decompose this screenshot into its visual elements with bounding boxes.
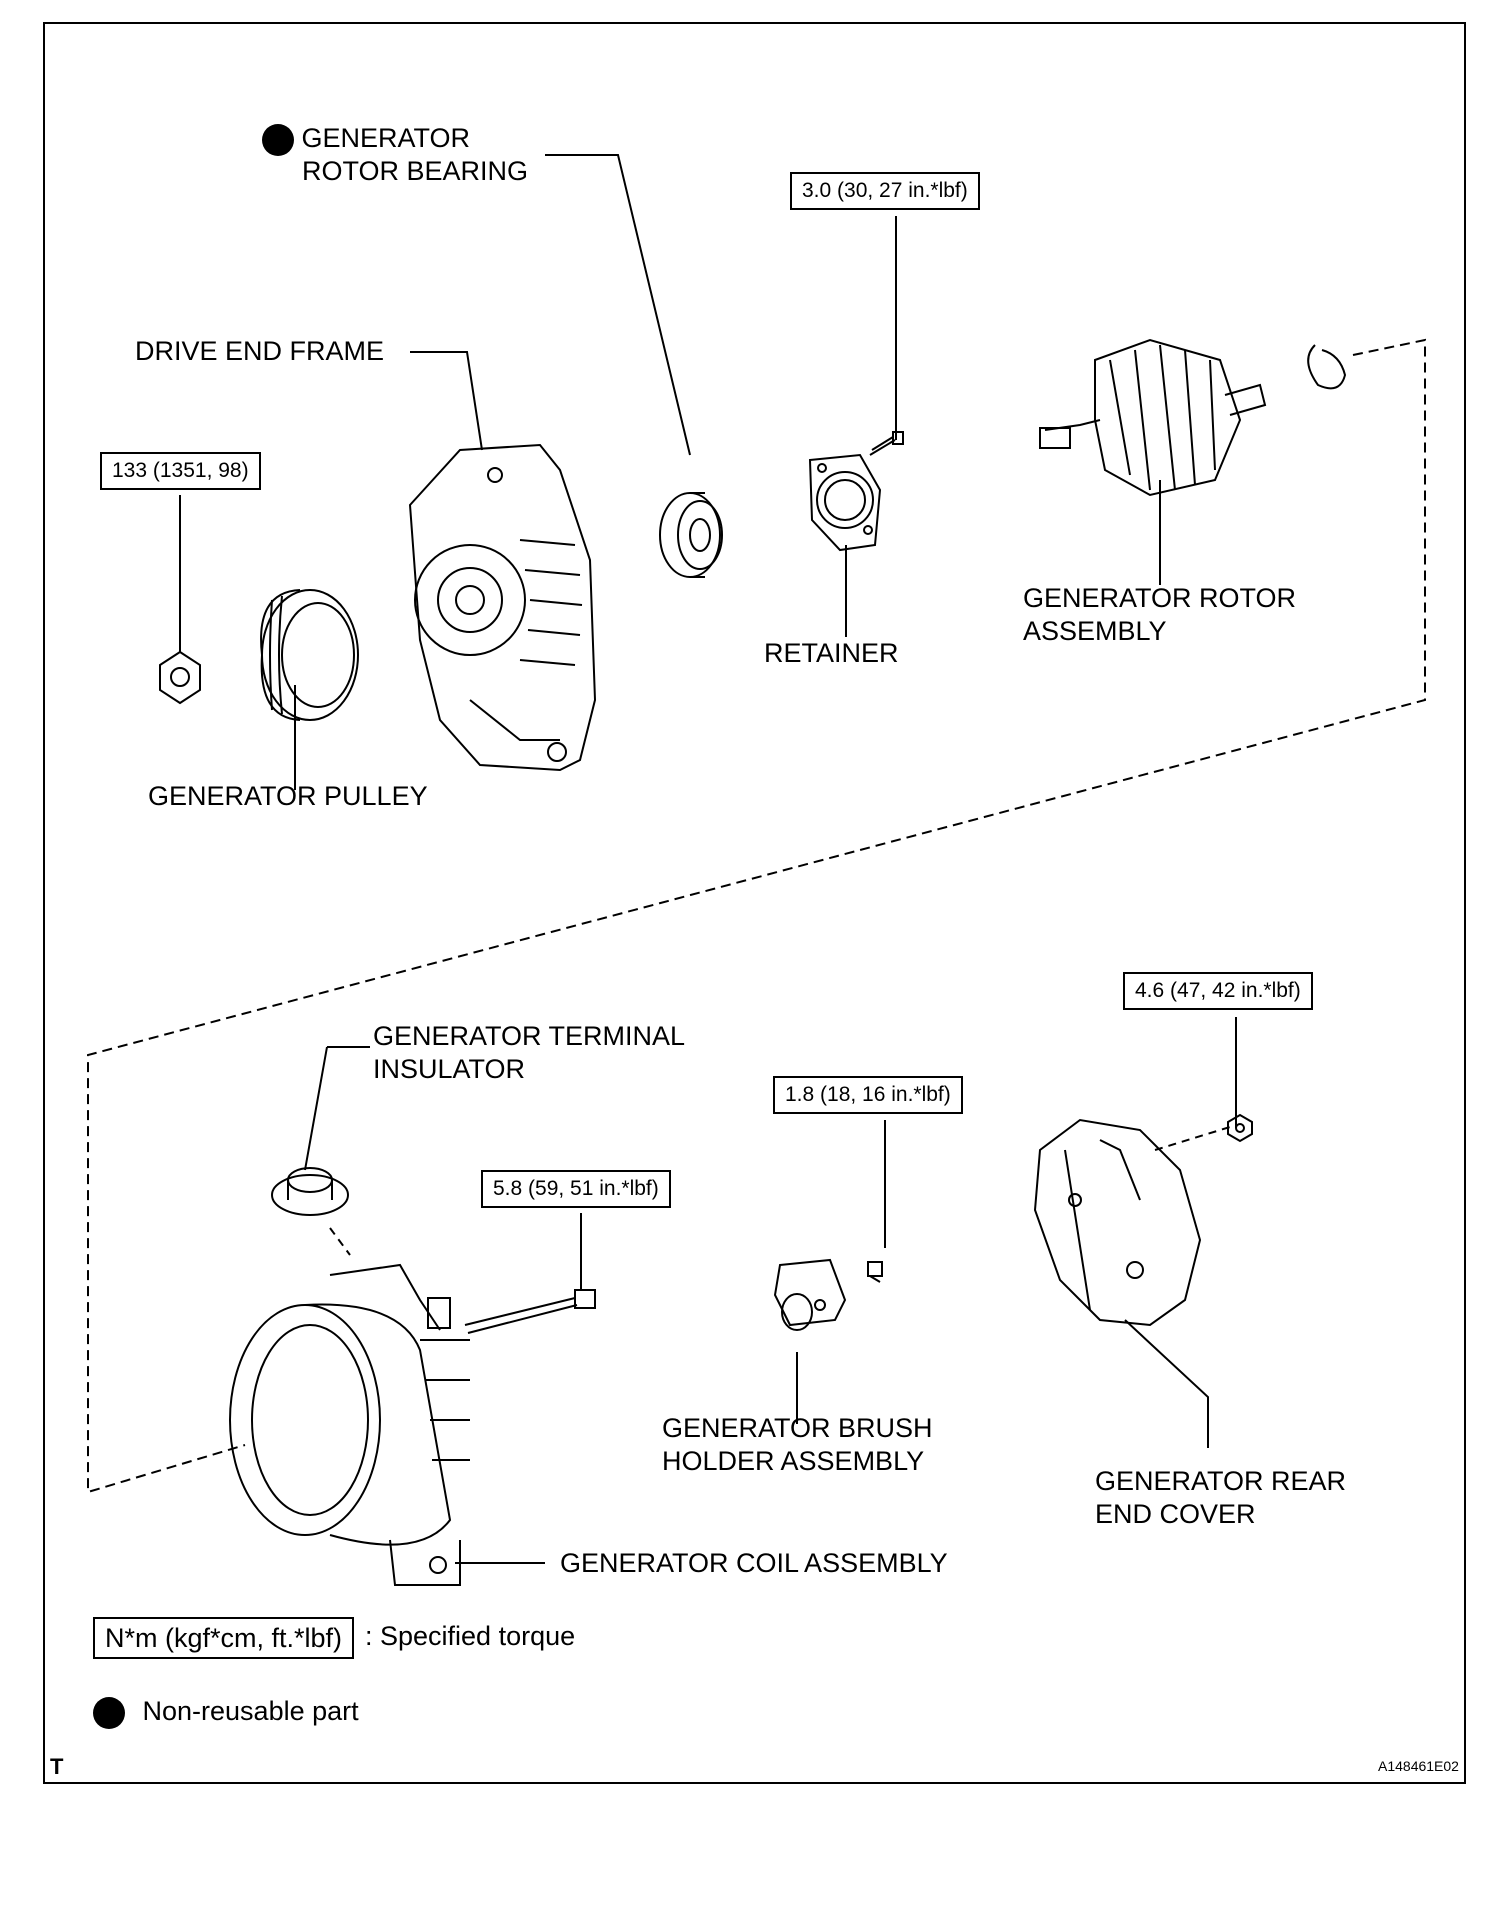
- brush-holder-drawing: [773, 1258, 847, 1331]
- non-reusable-dot-icon: [93, 1696, 125, 1729]
- leader-drive-end-frame: [410, 351, 483, 451]
- pulley-drawing: [260, 589, 359, 721]
- terminal-insulator-label-line1: GENERATOR TERMINAL: [373, 1021, 686, 1051]
- pulley-nut-torque-box: 133 (1351, 98): [100, 452, 261, 490]
- retainer-screw-drawing: [869, 431, 904, 456]
- leader-terminal-insulator: [304, 1046, 370, 1171]
- rear-end-cover-label-line1: GENERATOR REAR: [1095, 1466, 1347, 1496]
- rotor-assembly-drawing: [1039, 338, 1267, 497]
- retainer-drawing: [808, 453, 882, 552]
- figure-id: A148461E02: [1378, 1758, 1459, 1774]
- through-bolt-drawing: [464, 1289, 596, 1334]
- through-bolt-torque-box: 5.8 (59, 51 in.*lbf): [481, 1170, 671, 1208]
- non-reusable-dot-icon: [262, 123, 294, 156]
- rear-end-cover-label-line2: END COVER: [1095, 1499, 1256, 1529]
- diagram-frame: [43, 22, 1466, 1784]
- rotor-assembly-label-line2: ASSEMBLY: [1023, 616, 1167, 646]
- terminal-insulator-drawing: [271, 1167, 349, 1216]
- terminal-insulator-label-line2: INSULATOR: [373, 1054, 526, 1084]
- pulley-nut-drawing: [159, 650, 201, 705]
- coil-assembly-drawing: [229, 1263, 470, 1586]
- rotor-bearing-label: GENERATOR: [262, 122, 470, 156]
- brush-holder-label-line2: HOLDER ASSEMBLY: [662, 1446, 925, 1476]
- brush-holder-label-line1: GENERATOR BRUSH: [662, 1413, 933, 1443]
- rear-cover-nut-torque-box: 4.6 (47, 42 in.*lbf): [1123, 972, 1313, 1010]
- brush-holder-screw-drawing: [867, 1261, 883, 1283]
- torque-unit-legend-box: N*m (kgf*cm, ft.*lbf): [93, 1617, 355, 1659]
- retainer-screw-torque-box: 3.0 (30, 27 in.*lbf): [790, 172, 980, 210]
- rotor-bearing-label-line2: ROTOR BEARING: [302, 156, 529, 186]
- coil-assembly-label: GENERATOR COIL ASSEMBLY: [560, 1548, 948, 1578]
- brush-holder-screw-torque-box: 1.8 (18, 16 in.*lbf): [773, 1076, 963, 1114]
- pulley-label: GENERATOR PULLEY: [148, 781, 428, 811]
- leader-rotor-bearing: [545, 154, 691, 456]
- non-reusable-legend: Non-reusable part: [93, 1695, 359, 1729]
- rear-end-cover-drawing: [1033, 1118, 1202, 1327]
- rear-cover-nut-drawing: [1227, 1113, 1253, 1143]
- rotor-assembly-label-line1: GENERATOR ROTOR: [1023, 583, 1297, 613]
- retainer-label: RETAINER: [764, 638, 899, 668]
- rotor-bearing-drawing: [659, 492, 723, 578]
- drive-end-frame-label: DRIVE END FRAME: [135, 336, 385, 366]
- clip-drawing: [1307, 344, 1347, 390]
- assembly-dashed-line: [87, 338, 1426, 1494]
- leader-rear-cover: [1124, 1319, 1209, 1448]
- footer-left-mark: T: [50, 1754, 64, 1779]
- drive-end-frame-drawing: [408, 443, 597, 772]
- torque-legend-text: : Specified torque: [365, 1621, 576, 1651]
